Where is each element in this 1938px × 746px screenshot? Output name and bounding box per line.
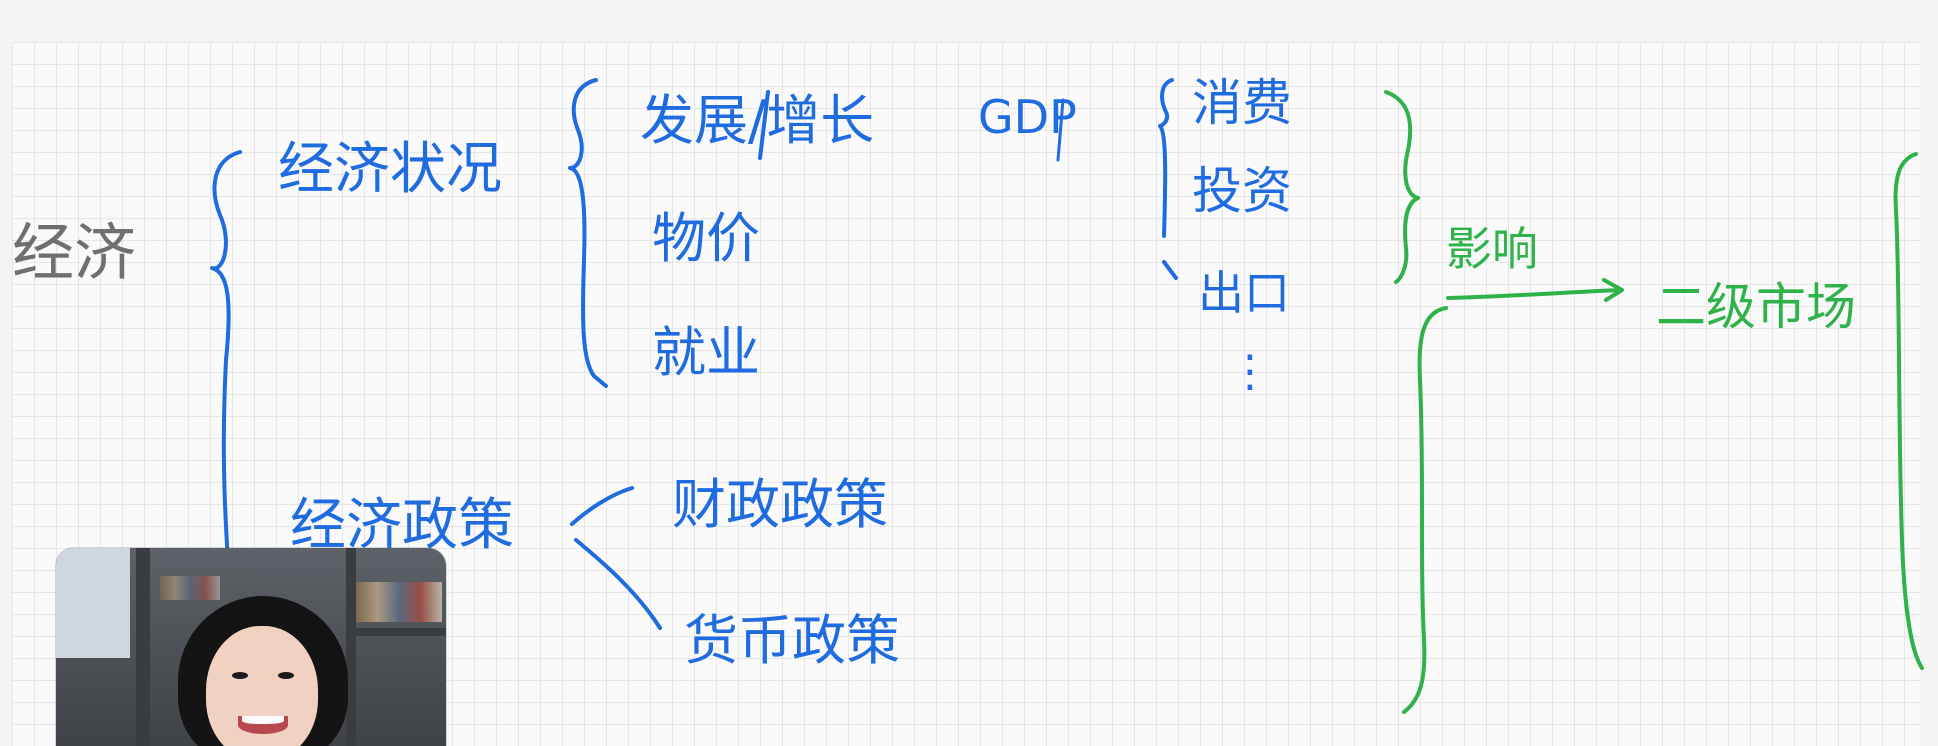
influence-arrow: [1446, 288, 1622, 300]
status-item-growth: 发展/增长: [640, 89, 875, 152]
gdp-label: GDP: [978, 90, 1077, 144]
eye-icon: [232, 672, 248, 679]
gdp-item-more: ⋮: [1228, 346, 1272, 397]
status-brace: [568, 78, 608, 388]
gdp-brace: [1158, 78, 1178, 280]
gdp-divider: [1056, 98, 1065, 162]
growth-slash: [758, 90, 770, 160]
root-label: 经济: [12, 216, 137, 289]
policy-branch-label: 经济政策: [290, 493, 514, 558]
eye-icon: [278, 672, 294, 679]
green-close-brace: [1384, 90, 1420, 284]
gdp-item-export: 出口: [1198, 266, 1290, 320]
status-item-employment: 就业: [652, 321, 760, 384]
arrow-head: [1602, 278, 1624, 302]
green-brace-right: [1893, 152, 1924, 670]
policy-item-fiscal: 财政政策: [672, 473, 888, 536]
root-brace: [210, 150, 242, 562]
gdp-item-consumption: 消费: [1192, 74, 1292, 132]
policy-item-monetary: 货币政策: [684, 609, 900, 672]
status-branch-label: 经济状况: [278, 137, 502, 202]
policy-fork-up: [570, 486, 634, 526]
target-label: 二级市场: [1656, 278, 1856, 336]
green-open-brace-lower: [1402, 306, 1448, 714]
policy-fork-down: [574, 538, 662, 630]
influence-label: 影响: [1446, 222, 1538, 276]
status-item-price: 物价: [652, 207, 760, 270]
gdp-item-investment: 投资: [1192, 162, 1292, 220]
presenter-webcam: [56, 548, 446, 746]
